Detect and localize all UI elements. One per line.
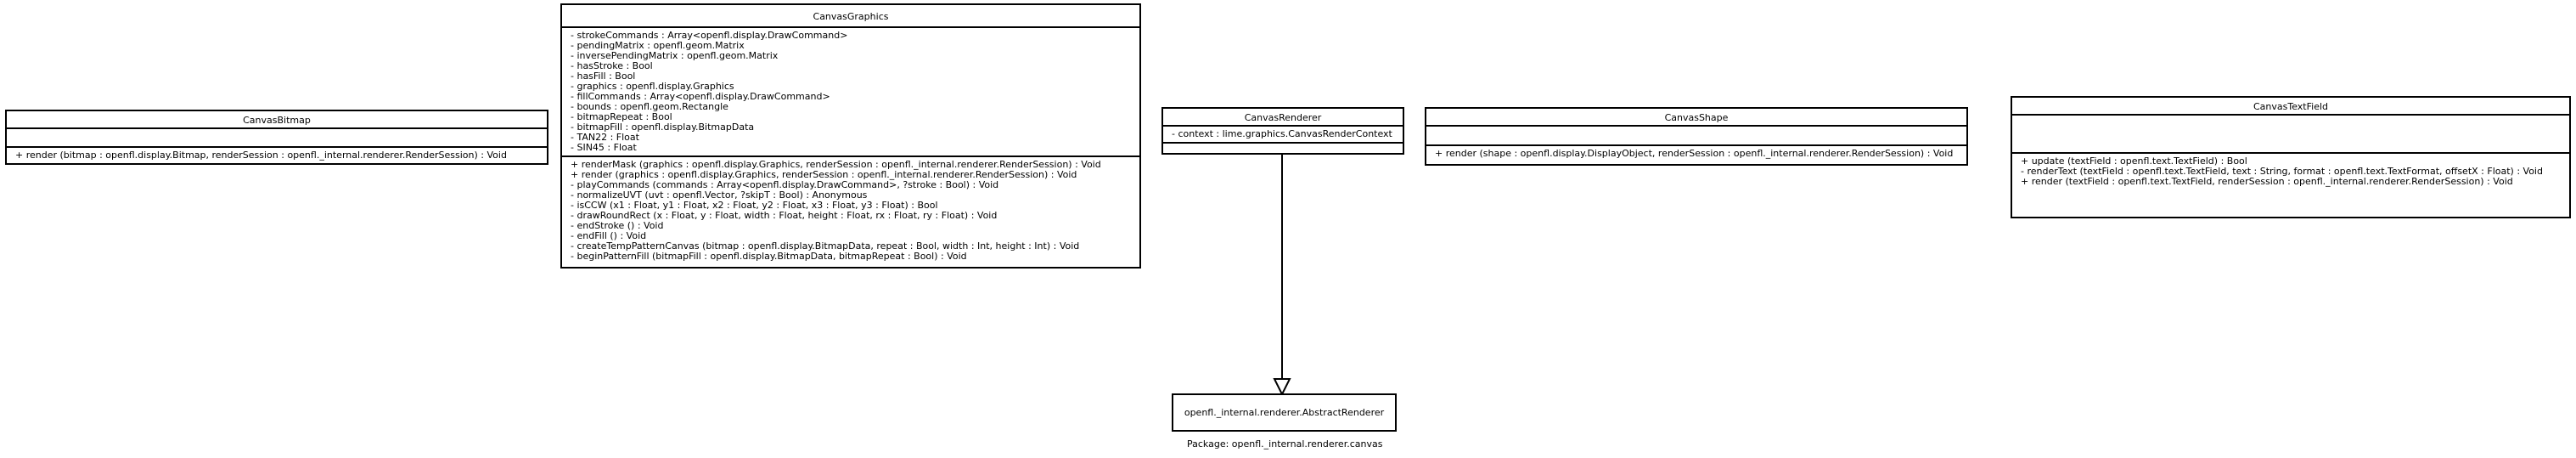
class-name: CanvasBitmap bbox=[7, 111, 547, 129]
attribute-line: - hasFill : Bool bbox=[571, 71, 636, 82]
class-canvas-graphics[interactable]: CanvasGraphics - strokeCommands : Array<… bbox=[560, 3, 1141, 269]
operations-section bbox=[1163, 144, 1403, 158]
operation-line: - beginPatternFill (bitmapFill : openfl.… bbox=[571, 251, 967, 262]
operation-line: - createTempPatternCanvas (bitmap : open… bbox=[571, 240, 1080, 252]
class-name: CanvasRenderer bbox=[1163, 109, 1403, 127]
operation-line: + render (bitmap : openfl.display.Bitmap… bbox=[15, 150, 507, 161]
attribute-line: - graphics : openfl.display.Graphics bbox=[571, 81, 734, 92]
operation-line: - drawRoundRect (x : Float, y : Float, w… bbox=[571, 210, 998, 221]
operations-section: + render (shape : openfl.display.Display… bbox=[1426, 146, 1966, 161]
operation-line: - renderText (textField : openfl.text.Te… bbox=[2021, 166, 2543, 177]
attribute-line: - pendingMatrix : openfl.geom.Matrix bbox=[571, 40, 745, 51]
operation-line: + render (textField : openfl.text.TextFi… bbox=[2021, 176, 2513, 187]
class-name: CanvasShape bbox=[1426, 109, 1966, 127]
operation-line: - normalizeUVT (uvt : openfl.Vector, ?sk… bbox=[571, 189, 868, 201]
class-canvas-text-field[interactable]: CanvasTextField + update (textField : op… bbox=[2011, 96, 2571, 218]
operation-line: - playCommands (commands : Array<openfl.… bbox=[571, 179, 999, 190]
generalization-arrowhead bbox=[1273, 378, 1291, 397]
operation-line: - endStroke () : Void bbox=[571, 220, 664, 231]
operation-line: + render (shape : openfl.display.Display… bbox=[1435, 148, 1954, 159]
attribute-line: - bitmapRepeat : Bool bbox=[571, 111, 672, 122]
attributes-section bbox=[2012, 116, 2569, 154]
attributes-section bbox=[1426, 127, 1966, 146]
class-name: CanvasTextField bbox=[2012, 98, 2569, 116]
attribute-line: - strokeCommands : Array<openfl.display.… bbox=[571, 30, 848, 41]
operation-line: + render (graphics : openfl.display.Grap… bbox=[571, 169, 1077, 180]
operations-section: + render (bitmap : openfl.display.Bitmap… bbox=[7, 148, 547, 163]
class-canvas-renderer[interactable]: CanvasRenderer - context : lime.graphics… bbox=[1161, 107, 1404, 155]
operation-line: - isCCW (x1 : Float, y1 : Float, x2 : Fl… bbox=[571, 200, 938, 211]
operation-line: + renderMask (graphics : openfl.display.… bbox=[571, 159, 1101, 170]
attribute-line: - TAN22 : Float bbox=[571, 132, 639, 143]
attribute-line: - hasStroke : Bool bbox=[571, 60, 653, 71]
attribute-line: - bounds : openfl.geom.Rectangle bbox=[571, 101, 728, 112]
operations-section: + renderMask (graphics : openfl.display.… bbox=[562, 157, 1139, 264]
class-name: CanvasGraphics bbox=[562, 5, 1139, 28]
class-canvas-bitmap[interactable]: CanvasBitmap + render (bitmap : openfl.d… bbox=[5, 110, 548, 165]
class-abstract-renderer[interactable]: openfl._internal.renderer.AbstractRender… bbox=[1172, 393, 1397, 432]
attribute-line: - SIN45 : Float bbox=[571, 142, 637, 153]
operation-line: - endFill () : Void bbox=[571, 230, 647, 241]
package-label: Package: openfl._internal.renderer.canva… bbox=[1187, 438, 1383, 450]
attribute-line: - fillCommands : Array<openfl.display.Dr… bbox=[571, 91, 830, 102]
attributes-section: - context : lime.graphics.CanvasRenderCo… bbox=[1163, 127, 1403, 144]
operations-section: + update (textField : openfl.text.TextFi… bbox=[2012, 154, 2569, 189]
attributes-section: - strokeCommands : Array<openfl.display.… bbox=[562, 28, 1139, 157]
attribute-line: - inversePendingMatrix : openfl.geom.Mat… bbox=[571, 50, 779, 61]
attribute-line: - bitmapFill : openfl.display.BitmapData bbox=[571, 122, 755, 133]
operation-line: + update (textField : openfl.text.TextFi… bbox=[2021, 155, 2247, 167]
attributes-section bbox=[7, 129, 547, 148]
attribute-line: - context : lime.graphics.CanvasRenderCo… bbox=[1172, 128, 1392, 139]
class-canvas-shape[interactable]: CanvasShape + render (shape : openfl.dis… bbox=[1425, 107, 1968, 166]
